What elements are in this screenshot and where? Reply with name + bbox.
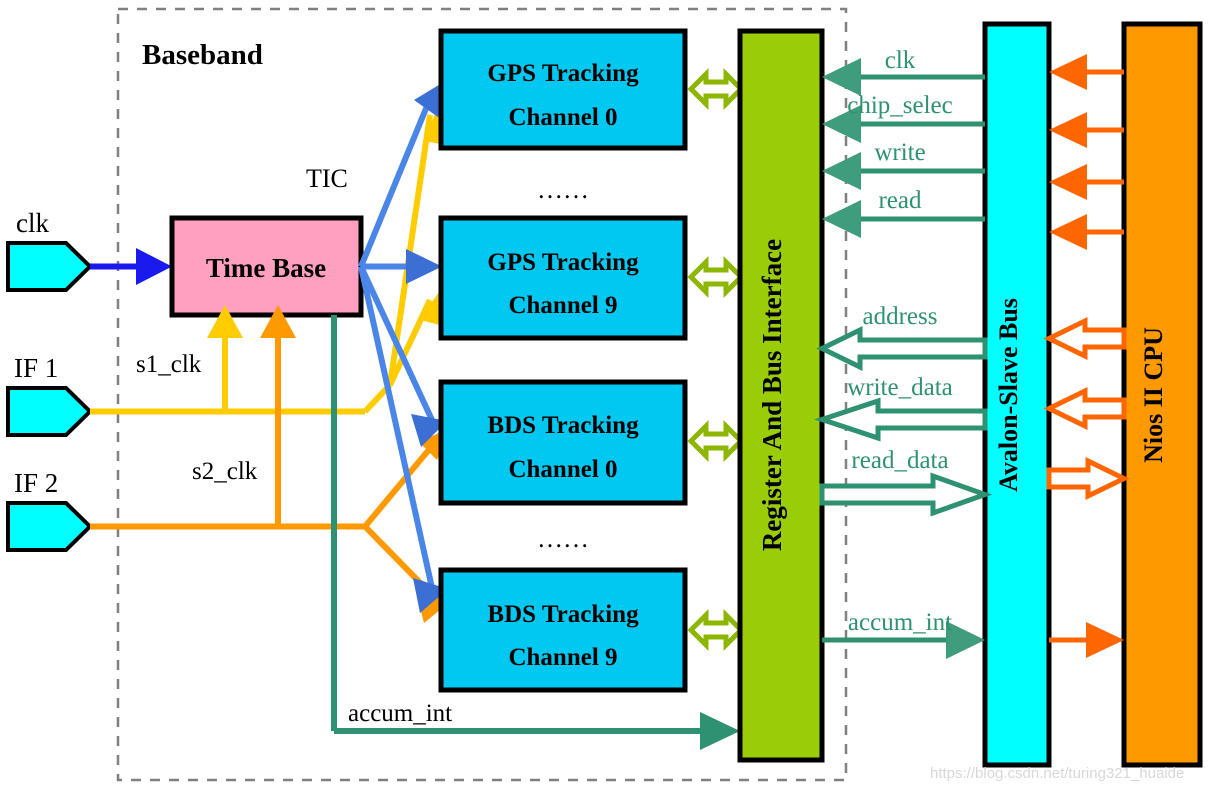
port-if2 xyxy=(6,501,93,552)
port-if2-label: IF 2 xyxy=(14,468,58,498)
wire-signal-read xyxy=(822,200,985,238)
block-gps-channel-0[interactable] xyxy=(438,28,688,151)
wire-cpu-accum-int xyxy=(1049,622,1124,658)
wire-gps9-register xyxy=(687,255,745,299)
label-signal-write: write xyxy=(874,139,925,166)
block-gps-channel-0-line1: GPS Tracking xyxy=(487,60,639,87)
block-bds-channel-9-line2: Channel 9 xyxy=(508,644,617,671)
label-s2-clk: s2_clk xyxy=(192,458,258,485)
baseband-boundary xyxy=(116,7,848,782)
label-signal-read-data: read_data xyxy=(851,447,948,474)
wire-bds9-register xyxy=(687,608,745,652)
wire-gps0-register xyxy=(687,67,745,111)
wire-cpu-read xyxy=(1049,214,1124,250)
wire-cpu-clk xyxy=(1049,54,1124,90)
wire-cpu-read-data xyxy=(1046,457,1130,500)
block-bds-channel-9[interactable] xyxy=(438,567,688,693)
label-accum-int-internal: accum_int xyxy=(348,700,452,727)
wire-signal-read-data xyxy=(819,472,993,517)
block-bds-channel-0[interactable] xyxy=(438,379,688,506)
block-register-and-bus-interface[interactable] xyxy=(737,28,825,763)
wire-clk-to-timebase xyxy=(90,248,172,285)
wire-signal-chip-select xyxy=(822,105,985,143)
block-nios-ii-cpu-label: Nios II CPU xyxy=(1139,327,1168,463)
block-time-base-label: Time Base xyxy=(206,253,326,283)
watermark: https://blog.csdn.net/turing321_huaide xyxy=(930,765,1184,782)
wire-signal-write xyxy=(822,152,985,190)
wire-bds0-register xyxy=(687,419,745,463)
block-gps-channel-9-line1: GPS Tracking xyxy=(487,249,639,276)
label-signal-accum-int: accum_int xyxy=(848,609,952,636)
wire-signal-accum-int xyxy=(822,621,985,659)
port-clk xyxy=(6,241,93,292)
wire-accum-int-internal xyxy=(331,315,740,750)
wire-cpu-write-data xyxy=(1043,387,1127,430)
block-nios-ii-cpu[interactable] xyxy=(1121,21,1203,768)
port-clk-label: clk xyxy=(16,208,49,238)
wire-signal-address xyxy=(816,326,988,371)
gps-ellipsis: …… xyxy=(537,175,589,204)
block-gps-channel-9-line2: Channel 9 xyxy=(508,292,617,319)
label-signal-chip-select: chip_selec xyxy=(847,92,953,119)
block-bds-channel-9-line1: BDS Tracking xyxy=(487,601,639,628)
block-gps-channel-9[interactable] xyxy=(438,215,688,341)
label-signal-read: read xyxy=(878,187,922,214)
block-bds-channel-0-line1: BDS Tracking xyxy=(487,412,639,439)
port-if1 xyxy=(6,386,93,437)
block-gps-channel-0-line2: Channel 0 xyxy=(508,104,617,131)
label-signal-clk: clk xyxy=(885,47,916,74)
wire-signal-write-data xyxy=(814,397,988,442)
bds-ellipsis: …… xyxy=(537,524,589,553)
block-avalon-slave-bus[interactable] xyxy=(982,21,1052,768)
label-s1-clk: s1_clk xyxy=(136,351,202,378)
label-tic: TIC xyxy=(306,164,348,193)
block-bds-channel-0-line2: Channel 0 xyxy=(508,456,617,483)
wire-cpu-address xyxy=(1043,317,1127,360)
label-signal-address: address xyxy=(863,303,938,330)
wire-cpu-chip-select xyxy=(1049,112,1124,148)
wire-cpu-write xyxy=(1049,164,1124,200)
port-if1-label: IF 1 xyxy=(14,353,58,383)
page-title: Baseband xyxy=(142,39,263,71)
wire-signal-clk xyxy=(822,58,985,96)
label-signal-write-data: write_data xyxy=(847,374,953,401)
block-register-and-bus-interface-label: Register And Bus Interface xyxy=(757,239,787,551)
block-avalon-slave-bus-label: Avalon-Slave Bus xyxy=(994,298,1023,492)
